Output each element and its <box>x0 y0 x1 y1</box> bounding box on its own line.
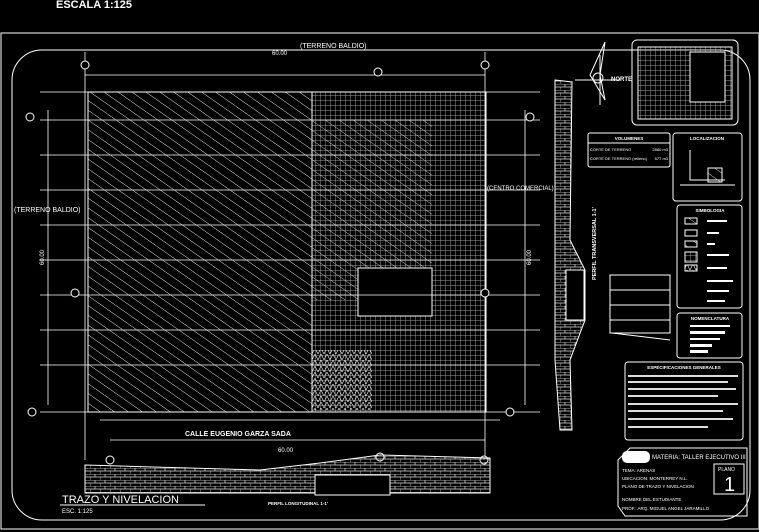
left-neighbor-label: (TERRENO BALDIO) <box>14 207 81 214</box>
volumes-panel: VOLUMENES CORTE DE TERRENO 2880 m3 CORTE… <box>587 132 671 168</box>
svg-text:TEMA: ARENAS: TEMA: ARENAS <box>622 468 655 473</box>
inner-border <box>11 49 751 521</box>
north-arrow-icon <box>575 41 620 105</box>
drawing-title: TRAZO Y NIVELACION <box>62 494 179 506</box>
top-dimension: 60.00 <box>272 51 288 57</box>
svg-text:NOMENCLATURA: NOMENCLATURA <box>691 316 730 321</box>
svg-text:ESPECIFICACIONES GENERALES: ESPECIFICACIONES GENERALES <box>647 365 721 370</box>
left-dimension: 60.00 <box>40 249 46 265</box>
site-plan: (TERRENO BALDIO) 60.00 (TERRENO BALDIO) … <box>14 43 540 465</box>
svg-text:PROF.: ARQ. MIGUEL ANGEL JARAM: PROF.: ARQ. MIGUEL ANGEL JARAMILLO <box>622 506 710 511</box>
profile-label: PERFIL LONGITUDINAL 1-1' <box>268 501 328 506</box>
svg-text:2880 m3: 2880 m3 <box>652 147 668 152</box>
axis-lines <box>40 52 540 460</box>
plan-number: 1 <box>724 474 735 496</box>
street-label: CALLE EUGENIO GARZA SADA <box>185 431 291 438</box>
svg-text:VOLUMENES: VOLUMENES <box>615 136 644 141</box>
transverse-section: PERFIL TRANSVERSAL 1-1' <box>554 79 598 431</box>
svg-text:NOMBRE DEL ESTUDIANTE: NOMBRE DEL ESTUDIANTE <box>622 497 681 502</box>
drawing-scale: ESC. 1:125 <box>62 509 93 515</box>
subject: MATERIA: TALLER EJECUTIVO III <box>652 455 746 461</box>
svg-text:CORTE DE TERRENO: CORTE DE TERRENO <box>590 147 631 152</box>
sheet-scale: ESCALA 1:125 <box>56 0 133 11</box>
title-block: MATERIA: TALLER EJECUTIVO III TEMA: AREN… <box>617 447 748 517</box>
sheet-frame <box>0 32 759 530</box>
key-plan <box>631 39 739 126</box>
svg-text:PLANO DE TRAZO Y NIVELACION: PLANO DE TRAZO Y NIVELACION <box>622 484 694 489</box>
location-panel: LOCALIZACION <box>672 132 743 202</box>
building-footprint <box>357 267 433 317</box>
bottom-dimension: 60.00 <box>278 448 294 454</box>
svg-text:CORTE DE TERRENO (relleno): CORTE DE TERRENO (relleno) <box>590 156 648 161</box>
specs-panel: ESPECIFICACIONES GENERALES <box>624 361 744 441</box>
symbology-panel: SIMBOLOGIA <box>676 204 743 309</box>
right-dimension: 60.00 <box>527 249 533 265</box>
north-label: NORTE <box>611 77 632 83</box>
svg-text:SIMBOLOGIA: SIMBOLOGIA <box>696 208 726 213</box>
ramp-area <box>312 350 372 410</box>
longitudinal-profile: PERFIL LONGITUDINAL 1-1' <box>84 454 491 506</box>
svg-text:LOCALIZACION: LOCALIZACION <box>690 136 724 141</box>
nomenclature-panel: NOMENCLATURA <box>676 312 743 359</box>
plan-label: PLANO <box>718 467 735 473</box>
right-neighbor-label: (CENTRO COMERCIAL) <box>487 186 554 192</box>
svg-text:577 m3: 577 m3 <box>655 156 669 161</box>
section-label: PERFIL TRANSVERSAL 1-1' <box>592 206 598 280</box>
svg-text:UBICACION: MONTERREY N.L.: UBICACION: MONTERREY N.L. <box>622 476 688 481</box>
top-neighbor-label: (TERRENO BALDIO) <box>300 43 367 50</box>
hatched-area <box>87 91 313 413</box>
elevation-detail <box>609 274 671 341</box>
